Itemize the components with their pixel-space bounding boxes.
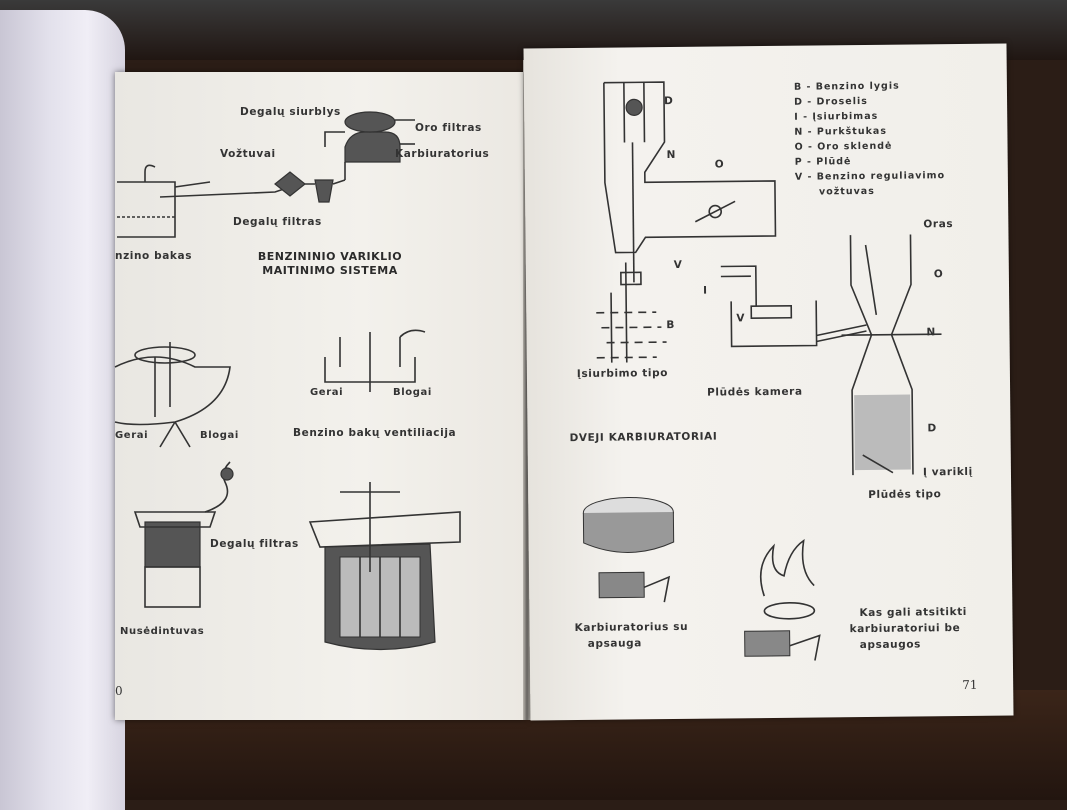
label-N-suction: N (666, 148, 677, 162)
title-line-2: MAITINIMO SISTEMA (262, 264, 398, 277)
right-page-number: 71 (962, 677, 978, 692)
legend-item: N - Purkštukas (794, 125, 888, 138)
two-carburetors-heading: DVEJI KARBIURATORIAI (569, 430, 718, 445)
label-N-float: N (926, 326, 936, 339)
label-air-filter: Oro filtras (415, 122, 482, 134)
legend-item: O - Oro sklendė (794, 140, 893, 153)
label-tank: nzino bakas (115, 250, 193, 262)
legend-item: P - Plūdė (794, 156, 852, 168)
label-carburetor: Karbiuratorius (395, 148, 490, 160)
protected-caption-2: apsauga (587, 637, 643, 650)
title-line-1: BENZININIO VARIKLIO (257, 250, 403, 263)
curled-page (0, 10, 125, 810)
legend: B - Benzino lygis D - Droselis I - Įsiur… (794, 78, 945, 200)
label-I-float: I (702, 284, 708, 297)
fuel-system-title: BENZININIO VARIKLIO MAITINIMO SISTEMA (235, 250, 425, 278)
label-D-suction: D (663, 94, 674, 108)
float-chamber-caption: Plūdės kamera (707, 385, 803, 399)
float-caption: Plūdės tipo (868, 488, 942, 501)
label-fuel-pump: Degalų siurblys (240, 106, 341, 118)
label-settler: Nusėdintuvas (120, 626, 205, 637)
unprotected-caption-2: karbiuratoriui be (849, 622, 961, 636)
label-good-left: Gerai (115, 430, 149, 441)
tank-vent-caption: Benzino bakų ventiliacija (293, 427, 457, 439)
legend-item: vožtuvas (818, 185, 875, 198)
label-V-float: V (736, 312, 746, 325)
label-O-suction: O (714, 158, 725, 171)
sediment-filter-drawing (133, 461, 234, 608)
label-air: Oras (923, 218, 954, 231)
tank-vent-right (324, 329, 426, 392)
unprotected-caption-1: Kas gali atsitikti (859, 605, 968, 620)
protected-caption-1: Karbiuratorius su (574, 620, 689, 635)
left-page: Degalų siurblys Oro filtras Vožtuvai Kar… (114, 72, 527, 720)
label-D-float: D (927, 422, 937, 435)
label-good-right: Gerai (310, 387, 344, 398)
unprotected-caption-3: apsaugos (859, 638, 922, 652)
label-fuel-filter-2: Degalų filtras (210, 538, 299, 550)
legend-item: B - Benzino lygis (793, 80, 900, 93)
label-fuel-filter: Degalų filtras (233, 216, 322, 228)
suction-carburetor-drawing (596, 81, 777, 363)
suction-caption: Įsiurbimo tipo (576, 367, 669, 381)
fuel-system-diagram (117, 111, 415, 238)
label-bad-right: Blogai (393, 387, 432, 398)
float-carburetor-drawing (720, 234, 942, 476)
tank-vent-left (114, 342, 231, 448)
unprotected-carburetor-drawing (744, 538, 821, 661)
label-engine: Į variklį (922, 465, 973, 479)
protected-carburetor-drawing (582, 496, 675, 603)
fuel-filter-cutaway (308, 482, 461, 651)
legend-item: D - Droselis (794, 95, 868, 108)
legend-item: V - Benzino reguliavimo (794, 170, 946, 183)
legend-item: I - Įsiurbimas (794, 110, 879, 123)
label-V-suction: V (673, 258, 683, 271)
right-page: D N O V B Įsiurbimo tipo B - Benzino lyg… (523, 43, 1014, 721)
label-B-suction: B (666, 318, 676, 332)
label-valves: Vožtuvai (220, 148, 276, 160)
label-bad-left: Blogai (200, 430, 239, 441)
label-O-float: O (933, 268, 944, 281)
left-page-number: 0 (115, 684, 123, 698)
